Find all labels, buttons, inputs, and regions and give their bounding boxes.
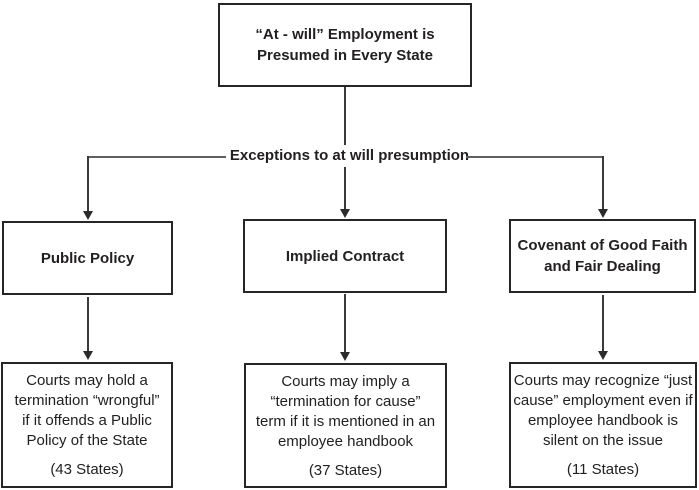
state-count: (37 States) (308, 462, 383, 479)
branch-box-public-policy: Public Policy (2, 221, 173, 295)
detail-text: Courts may hold a termination “wrongful”… (14, 372, 160, 449)
arrowhead-implied-contract (340, 209, 350, 218)
arrow-covenant-detail (602, 295, 604, 352)
state-count: (43 States) (50, 461, 124, 478)
arrow-to-covenant (602, 156, 604, 210)
arrowhead-implied-contract-detail (340, 352, 350, 361)
branch-box-covenant: Covenant of Good Faith and Fair Dealing (509, 219, 696, 293)
branch-box-implied-contract: Implied Contract (243, 219, 447, 293)
arrowhead-covenant (598, 209, 608, 218)
connector-exceptions-left (88, 156, 226, 158)
branch-label: Implied Contract (285, 247, 405, 265)
arrow-public-policy-detail (87, 297, 89, 352)
branch-label: Covenant of Good Faith and Fair Dealing (517, 237, 688, 275)
root-box-label: “At - will” Employment is Presumed in Ev… (255, 26, 435, 64)
root-box: “At - will” Employment is Presumed in Ev… (218, 3, 472, 87)
arrowhead-covenant-detail (598, 351, 608, 360)
arrowhead-public-policy-detail (83, 351, 93, 360)
detail-box-public-policy: Courts may hold a termination “wrongful”… (1, 362, 173, 488)
arrowhead-public-policy (83, 211, 93, 220)
arrow-to-public-policy (87, 156, 89, 212)
detail-box-covenant: Courts may recognize “just cause” employ… (509, 362, 697, 488)
connector-exceptions-right (466, 156, 604, 158)
arrow-to-implied-contract (344, 167, 346, 211)
connector-root-to-exceptions (344, 87, 346, 145)
arrow-implied-contract-detail (344, 294, 346, 353)
detail-text: Courts may recognize “just cause” employ… (513, 372, 693, 449)
state-count: (11 States) (566, 461, 640, 478)
detail-box-implied-contract: Courts may imply a “termination for caus… (244, 363, 447, 488)
exceptions-label: Exceptions to at will presumption (229, 147, 470, 164)
branch-label: Public Policy (40, 249, 135, 267)
detail-text: Courts may imply a “termination for caus… (255, 373, 436, 450)
